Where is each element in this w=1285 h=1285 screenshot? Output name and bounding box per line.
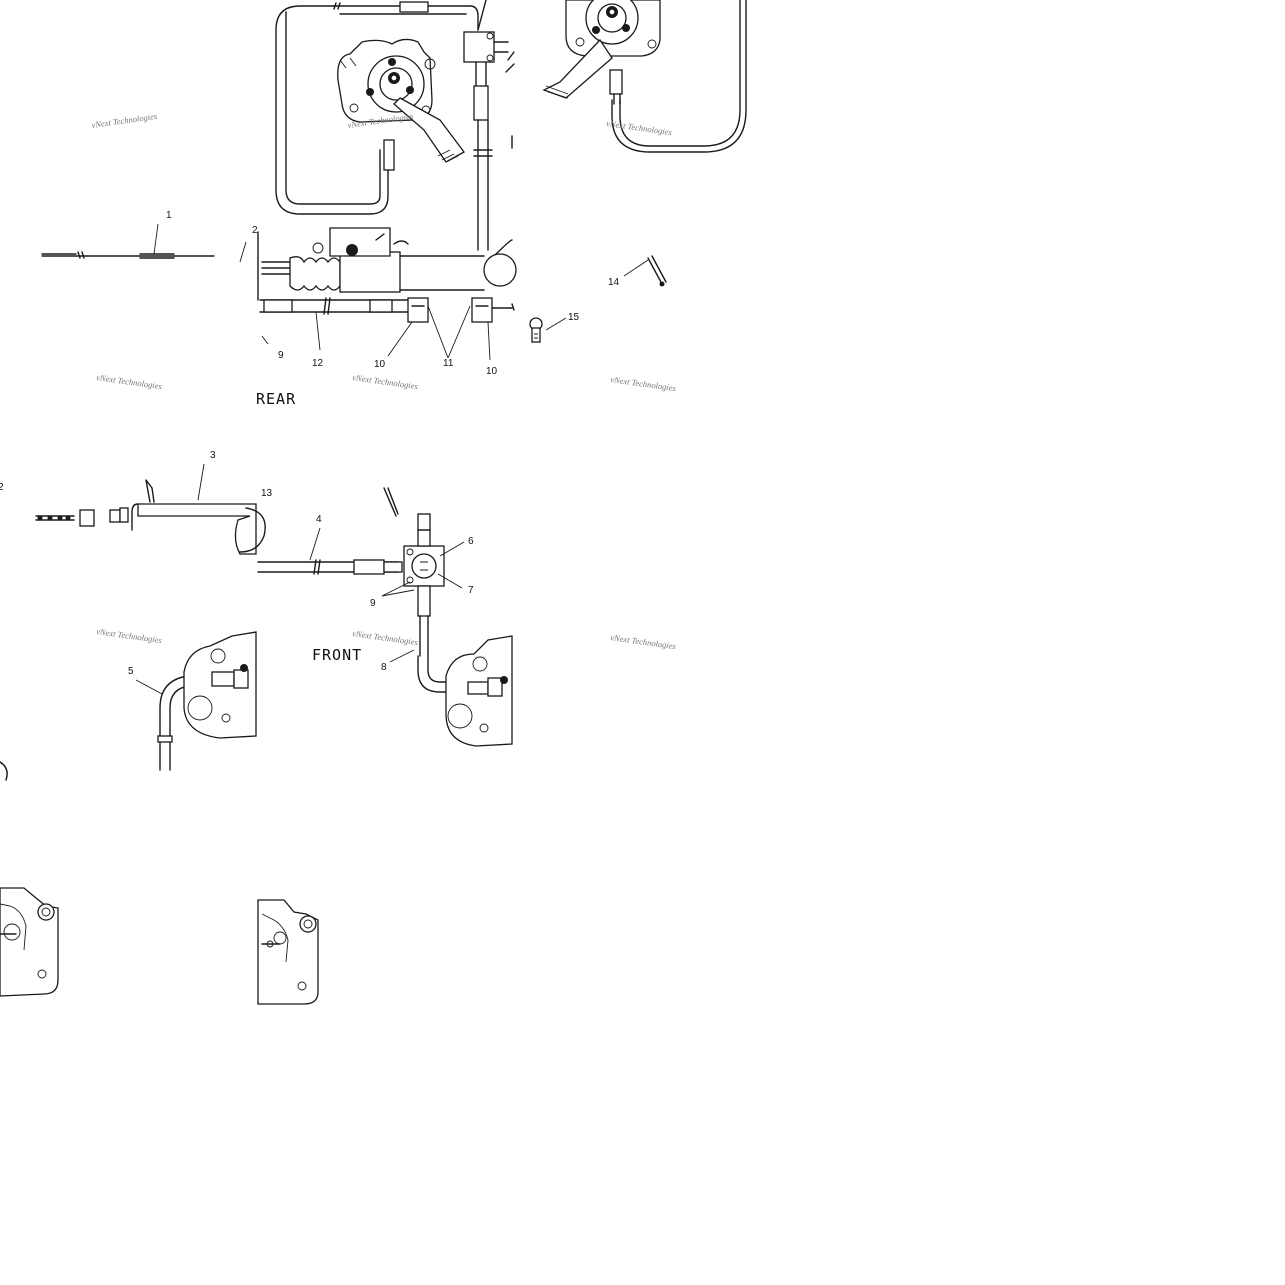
callouts: 1 2 2 3 4 5 6 7 8 9 9 10 10 11 12 13 14 … bbox=[0, 210, 620, 677]
watermark: vNext Technologies bbox=[96, 626, 163, 645]
watermark: vNext Technologies bbox=[91, 111, 158, 130]
bottom-caliper-center bbox=[257, 899, 319, 1005]
watermark: vNext Technologies bbox=[610, 374, 677, 393]
callout-2: 2 bbox=[0, 482, 4, 493]
bottom-caliper-left bbox=[0, 887, 59, 997]
callout-9: 9 bbox=[370, 598, 376, 609]
rear-brake-tile bbox=[239, 0, 517, 361]
callout-8: 8 bbox=[381, 662, 387, 673]
callout-10: 10 bbox=[486, 366, 498, 377]
part-14-pin bbox=[647, 257, 663, 285]
callout-9: 9 bbox=[278, 350, 284, 361]
watermark: vNext Technologies bbox=[96, 372, 163, 391]
callout-12: 12 bbox=[312, 358, 324, 369]
callout-6: 6 bbox=[468, 536, 474, 547]
watermark: vNext Technologies bbox=[352, 372, 419, 391]
fitting-10-left bbox=[407, 297, 429, 323]
rear-caliper-right-tile bbox=[511, 0, 747, 343]
rear-hose-loop bbox=[275, 5, 389, 215]
callout-1: 1 bbox=[166, 210, 172, 221]
front-left-tile bbox=[0, 223, 266, 781]
callout-13: 13 bbox=[261, 488, 273, 499]
rear-caliper bbox=[337, 38, 465, 163]
master-cylinder bbox=[257, 227, 485, 301]
front-center-tile bbox=[257, 487, 513, 747]
callout-11: 11 bbox=[443, 358, 454, 369]
distribution-block bbox=[403, 513, 445, 657]
callout-2: 2 bbox=[252, 225, 258, 236]
callout-10: 10 bbox=[374, 359, 386, 370]
callout-15: 15 bbox=[568, 312, 580, 323]
rear-junction-block bbox=[463, 31, 495, 63]
watermark: vNext Technologies bbox=[352, 628, 419, 647]
front-label: FRONT bbox=[312, 646, 362, 664]
callout-14: 14 bbox=[608, 277, 620, 288]
callout-5: 5 bbox=[128, 666, 134, 677]
part-15-bleeder bbox=[529, 317, 543, 343]
callout-3: 3 bbox=[210, 450, 216, 461]
fitting-10-right bbox=[471, 297, 493, 323]
watermark: vNext Technologies bbox=[610, 632, 677, 651]
callout-4: 4 bbox=[316, 514, 322, 525]
rear-label: REAR bbox=[256, 390, 296, 408]
reservoir-3 bbox=[137, 503, 257, 555]
callout-7: 7 bbox=[468, 585, 474, 596]
